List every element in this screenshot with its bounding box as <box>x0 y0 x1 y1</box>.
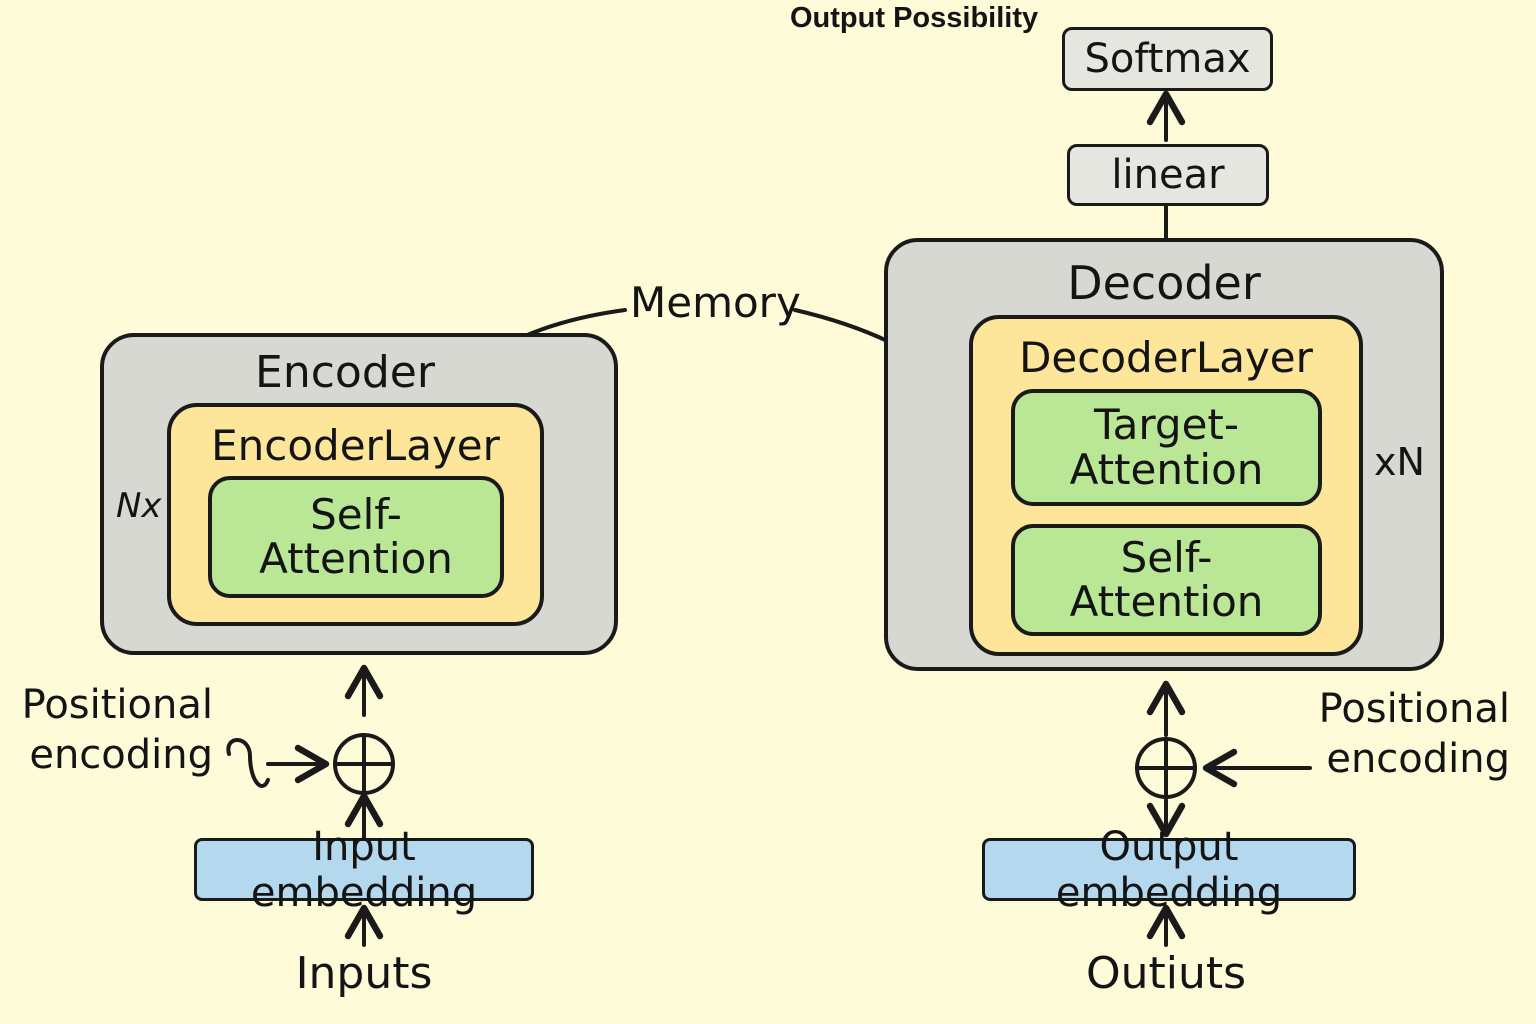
decoder-self-attention-label: Self- Attention <box>1069 532 1264 626</box>
encoder-self-attention-block: Self- Attention <box>208 476 504 598</box>
output-embedding-box: Output embedding <box>982 824 1356 916</box>
decoder-title: Decoder <box>1067 256 1261 310</box>
target-attention-label: Target- Attention <box>1069 400 1264 494</box>
inputs-label: Inputs <box>295 948 433 999</box>
output-embedding-label: Output embedding <box>1055 823 1283 916</box>
outputs-label: Outiuts <box>1085 948 1247 999</box>
input-embedding-box: Input embedding <box>194 824 534 916</box>
memory-label: Memory <box>630 278 801 327</box>
encoder-positional-encoding-label: Positional encoding <box>21 682 213 778</box>
decoder-add-icon <box>1135 737 1197 799</box>
linear-box: linear <box>1067 144 1269 206</box>
softmax-label: Softmax <box>1084 36 1251 82</box>
encoder-layer-title: EncoderLayer <box>211 421 500 470</box>
decoder-layer-title: DecoderLayer <box>1019 333 1313 382</box>
input-embedding-label: Input embedding <box>250 823 478 916</box>
output-possibility-label: Output Possibility <box>790 2 1039 34</box>
decoder-repeat-label: xN <box>1374 440 1425 484</box>
linear-label: linear <box>1111 152 1225 198</box>
target-attention-block: Target- Attention <box>1011 389 1322 506</box>
sine-wave-icon <box>226 738 270 788</box>
decoder-self-attention-block: Self- Attention <box>1011 524 1322 636</box>
encoder-add-icon <box>333 733 395 795</box>
softmax-box: Softmax <box>1062 27 1273 91</box>
encoder-title: Encoder <box>255 347 435 398</box>
decoder-positional-encoding-label: Positional encoding <box>1318 686 1510 782</box>
encoder-self-attention-label: Self- Attention <box>259 489 453 583</box>
encoder-repeat-label: Nx <box>116 486 162 526</box>
